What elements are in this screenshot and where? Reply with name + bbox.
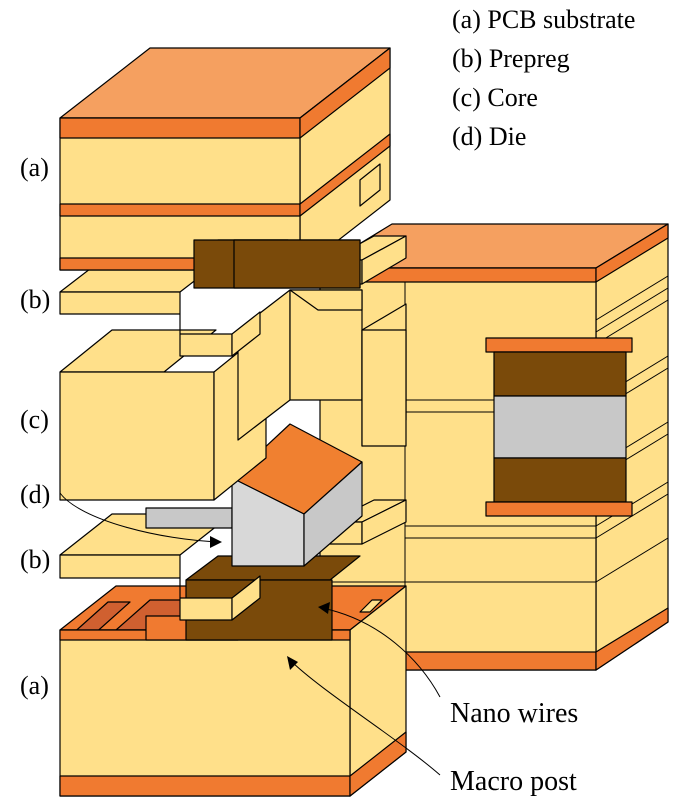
- macro-post-label: Macro post: [450, 766, 577, 797]
- die-pointer-arrow: [59, 492, 221, 543]
- label-top-prepreg: (b): [20, 285, 50, 314]
- label-bottom-substrate: (a): [20, 671, 49, 700]
- assembled-lower-macro-post: [485, 501, 633, 517]
- top-pcb-substrate: [59, 47, 391, 289]
- core-left-block: [59, 371, 215, 501]
- nano-wires-pointer-arrow: [321, 607, 441, 698]
- annotation-arrows: [59, 492, 441, 776]
- nano-wires-label: Nano wires: [450, 698, 578, 729]
- legend-item-die: (d) Die: [452, 122, 526, 151]
- bottom-pcb-substrate: [59, 555, 407, 797]
- label-core: (c): [20, 405, 49, 434]
- macro-post-pointer-arrow: [289, 659, 441, 776]
- label-bottom-prepreg: (b): [20, 545, 50, 574]
- die-block: [145, 423, 363, 567]
- assembled-upper-nano-wires: [493, 351, 627, 397]
- die-side-face: [303, 461, 363, 567]
- label-top-substrate: (a): [20, 153, 49, 182]
- assembled-lower-nano-wires: [493, 457, 627, 503]
- assembled-die: [493, 395, 627, 459]
- legend-item-prepreg: (b) Prepreg: [452, 44, 570, 73]
- legend: (a) PCB substrate (b) Prepreg (c) Core (…: [452, 5, 635, 151]
- legend-item-pcb-substrate: (a) PCB substrate: [452, 5, 635, 34]
- legend-item-core: (c) Core: [452, 83, 538, 112]
- core-right-block: [361, 329, 407, 447]
- label-die: (d): [20, 480, 50, 509]
- assembled-upper-macro-post: [485, 337, 633, 353]
- bottom-substrate-front-face: [59, 629, 351, 797]
